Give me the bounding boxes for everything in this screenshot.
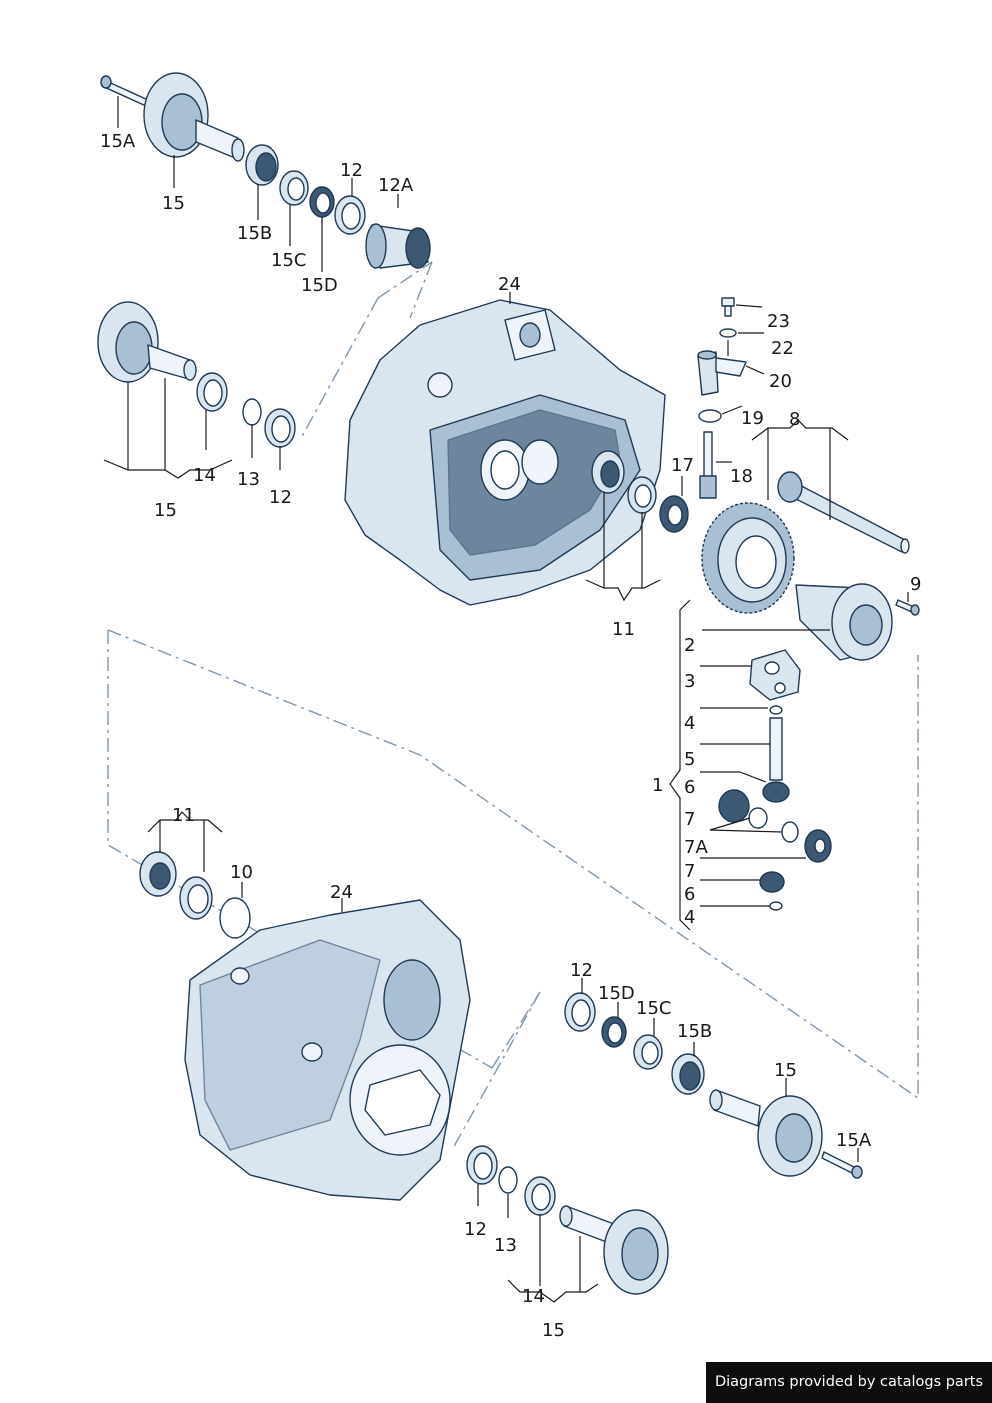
sleeve-12a [365, 223, 431, 269]
callout-24-top: 24 [498, 274, 521, 295]
callout-18: 18 [730, 466, 753, 487]
callout-20: 20 [769, 371, 792, 392]
flange-shaft-low [709, 1089, 823, 1177]
gearbox-housing-lower [184, 899, 471, 1201]
callout-15d-low: 15D [598, 983, 635, 1004]
ring-15d-low [601, 1016, 627, 1048]
callout-23: 23 [767, 311, 790, 332]
flange-shaft-left [97, 301, 197, 383]
seal-12-left [264, 408, 296, 448]
callout-12-low: 12 [570, 960, 593, 981]
callout-3: 3 [684, 671, 695, 692]
side-gear-7-a [718, 789, 768, 829]
callout-15a-top: 15A [100, 131, 136, 152]
callout-12-top: 12 [340, 160, 363, 181]
callout-22: 22 [771, 338, 794, 359]
callout-14-left: 14 [193, 465, 216, 486]
drive-gear-17 [659, 495, 689, 533]
seal-12-bot [466, 1145, 498, 1185]
callout-12-bot: 12 [464, 1219, 487, 1240]
callout-17: 17 [671, 455, 694, 476]
seal-12-low [564, 992, 596, 1032]
shaft-5 [769, 717, 783, 781]
callout-15-left: 15 [154, 500, 177, 521]
callout-7a: 7A [684, 837, 708, 858]
callout-15c-low: 15C [636, 998, 671, 1019]
callout-labels: 15A 15 15B 15C 15D 12 12A 24 14 13 12 15… [100, 131, 921, 1341]
callout-14-bot: 14 [522, 1286, 545, 1307]
spider-gear-6-a [762, 781, 790, 803]
callout-6-a: 6 [684, 777, 695, 798]
callout-15c-top: 15C [271, 250, 306, 271]
callout-7-b: 7 [684, 861, 695, 882]
circlip-4-b [769, 901, 783, 911]
callout-15b-top: 15B [237, 223, 272, 244]
bearing-15b-upper [245, 144, 279, 186]
bearing-11-lower [139, 851, 213, 920]
circlip-13-left [242, 398, 262, 426]
ring-15c-low [633, 1034, 663, 1070]
circlip-4-a [769, 705, 783, 715]
callout-15-low: 15 [774, 1060, 797, 1081]
callout-4-b: 4 [684, 907, 695, 928]
callout-5: 5 [684, 749, 695, 770]
callout-24-low: 24 [330, 882, 353, 903]
sender-20 [697, 350, 747, 396]
callout-11-mid: 11 [612, 619, 635, 640]
callout-15b-low: 15B [677, 1021, 712, 1042]
callout-2: 2 [684, 635, 695, 656]
callout-15-top: 15 [162, 193, 185, 214]
ring-15c-upper [279, 170, 309, 206]
leader-lines [103, 96, 909, 1303]
catalog-credit-banner: Diagrams provided by catalogs parts [706, 1362, 992, 1403]
crown-wheel [701, 502, 795, 614]
callout-1: 1 [652, 775, 663, 796]
credit-text: Diagrams provided by catalogs parts [714, 1374, 984, 1390]
pinion-shaft-8 [777, 471, 910, 554]
callout-13-bot: 13 [494, 1235, 517, 1256]
o-ring-19 [698, 409, 722, 423]
callout-4-a: 4 [684, 713, 695, 734]
callout-19: 19 [741, 408, 764, 429]
flange-shaft-bot [559, 1205, 669, 1295]
callout-15d-top: 15D [301, 275, 338, 296]
washer-22 [719, 328, 737, 338]
bearing-11-mid [591, 450, 657, 514]
assembly-dash-lines [107, 261, 919, 1151]
differential-housing-2 [795, 583, 893, 661]
callout-13-left: 13 [237, 469, 260, 490]
callout-12a-top: 12A [378, 175, 414, 196]
diff-cage-3 [749, 649, 801, 701]
bolt-15a-low [821, 1151, 863, 1179]
flange-shaft-upper [100, 72, 245, 162]
ring-14-bot [524, 1176, 556, 1216]
callout-15-bot: 15 [542, 1320, 565, 1341]
o-ring-10 [219, 897, 251, 939]
ring-14-left [196, 372, 228, 412]
drive-shaft-18 [699, 431, 717, 499]
seal-12-upper [334, 195, 366, 235]
gearbox-housing-upper [344, 299, 666, 606]
ring-15d-upper [309, 186, 335, 218]
callout-9: 9 [910, 574, 921, 595]
callout-10: 10 [230, 862, 253, 883]
callout-6-b: 6 [684, 884, 695, 905]
callout-15a-low: 15A [836, 1130, 872, 1151]
bolt-9 [895, 599, 920, 616]
bearing-15b-low [671, 1053, 705, 1095]
thrust-washer-7a [781, 821, 799, 843]
bolt-23 [721, 297, 735, 317]
side-gear-7-b [804, 829, 832, 863]
spider-gear-6-b [759, 871, 785, 893]
callout-11-low: 11 [172, 805, 195, 826]
callout-7-a: 7 [684, 809, 695, 830]
callout-12-left: 12 [269, 487, 292, 508]
callout-8: 8 [789, 409, 800, 430]
circlip-13-bot [498, 1166, 518, 1194]
